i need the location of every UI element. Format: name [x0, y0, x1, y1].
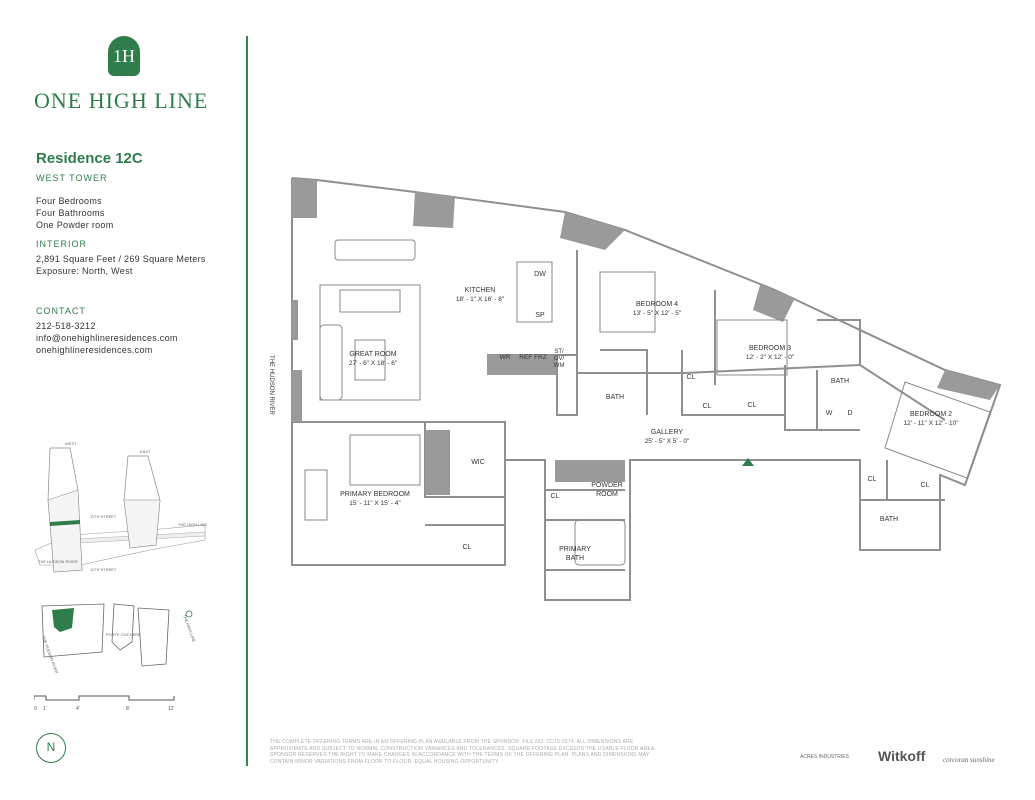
washer-label: W: [826, 410, 833, 417]
great-room-dims: 27' - 6" X 18' - 6": [349, 360, 398, 367]
context-avenue-label: 11TH STREET: [90, 567, 117, 572]
powder-cl-label: CL: [551, 493, 560, 500]
powder-label-1: POWDER: [591, 482, 623, 489]
dishwasher-label: DW: [534, 271, 546, 278]
sink-prep-label: SP: [535, 312, 545, 319]
scale-tick-8: 8': [126, 706, 130, 712]
wic-label: WIC: [471, 459, 485, 466]
bedroom3-dims: 12' - 2" X 12' - 0": [746, 354, 795, 361]
wine-ref-label: WR: [500, 354, 511, 361]
context-west-label: WEST: [65, 441, 77, 446]
st-ov-label-2: OV/: [554, 356, 565, 362]
contact-email[interactable]: info@onehighlineresidences.com: [36, 333, 178, 343]
powder-label-2: ROOM: [596, 491, 618, 498]
scale-tick-0: 0: [34, 706, 37, 712]
context-highline-label: THE HIGH LINE: [178, 522, 207, 527]
contact-heading: CONTACT: [36, 306, 86, 316]
scale-tick-12: 12': [168, 706, 175, 712]
sidebar-divider: [246, 36, 248, 766]
legal-disclaimer: THE COMPLETE OFFERING TERMS ARE IN AN OF…: [270, 739, 656, 765]
bath-label-2: BATH: [831, 378, 849, 385]
site-highline-label: THE HIGH LINE: [182, 614, 197, 643]
bath-label-3: BATH: [880, 516, 898, 523]
cl-label-4: CL: [868, 476, 877, 483]
room-labels: THE HUDSON RIVER KITCHEN 18' - 1" X 16' …: [268, 271, 959, 562]
partner-logo-witkoff: Witkoff: [878, 748, 926, 764]
interior-heading: INTERIOR: [36, 239, 88, 249]
feature-powder: One Powder room: [36, 220, 114, 230]
brand-monogram: 1H: [113, 46, 135, 66]
kitchen-name: KITCHEN: [465, 287, 496, 294]
cl-label-2: CL: [703, 403, 712, 410]
dryer-label: D: [847, 410, 852, 417]
scale-bar: 0 1' 4' 8' 12': [34, 695, 175, 712]
entry-marker-icon: [742, 458, 754, 466]
interior-area: 2,891 Square Feet / 269 Square Meters: [36, 254, 206, 264]
site-plan: THE HUDSON RIVER PORTE COCHERE THE HIGH …: [41, 603, 197, 674]
window-columns: [292, 178, 1000, 495]
tower-label: WEST TOWER: [36, 173, 108, 183]
cl-label-3: CL: [748, 402, 757, 409]
context-east-label: EAST: [140, 449, 151, 454]
scale-tick-4: 4': [76, 706, 80, 712]
primary-cl-label: CL: [463, 544, 472, 551]
ref-frz-label: REF FRZ: [519, 354, 546, 361]
site-porte-label: PORTE COCHERE: [106, 632, 141, 637]
partner-logo-acres: ACRES INDUSTRIES: [800, 754, 849, 760]
north-label: N: [46, 740, 56, 754]
plan-river-label: THE HUDSON RIVER: [268, 355, 274, 415]
plan-furniture: [304, 239, 991, 566]
partner-logo-corcoran: corcoran sunshine: [943, 756, 995, 764]
residence-title: Residence 12C: [36, 150, 143, 167]
primary-bedroom-name: PRIMARY BEDROOM: [340, 491, 410, 498]
bedroom2-dims: 12' - 11" X 12' - 10": [903, 420, 959, 427]
primary-bath-label-1: PRIMARY: [559, 546, 591, 553]
cl-label-1: CL: [687, 374, 696, 381]
site-north-icon: [185, 610, 193, 618]
st-ov-label-3: WM: [554, 363, 565, 369]
feature-bedrooms: Four Bedrooms: [36, 196, 102, 206]
plan-walls: [291, 177, 1002, 601]
floor-plan: THE HUDSON RIVER KITCHEN 18' - 1" X 16' …: [268, 177, 1002, 601]
unit-floor-highlight: [50, 520, 80, 526]
site-unit-highlight: [52, 608, 74, 632]
cl-label-5: CL: [921, 482, 930, 489]
contact-website[interactable]: onehighlineresidences.com: [36, 345, 153, 355]
gallery-dims: 25' - 5" X 5' - 0": [645, 438, 690, 445]
primary-bath-label-2: BATH: [566, 555, 584, 562]
context-street-label: 11TH STREET: [90, 514, 117, 519]
kitchen-dims: 18' - 1" X 16' - 8": [456, 296, 505, 303]
north-compass-icon: N: [36, 733, 66, 763]
interior-exposure: Exposure: North, West: [36, 266, 133, 276]
st-ov-label-1: ST/: [554, 349, 564, 355]
contact-phone[interactable]: 212-518-3212: [36, 321, 96, 331]
feature-bathrooms: Four Bathrooms: [36, 208, 105, 218]
brand-logo: 1H: [108, 36, 140, 76]
great-room-name: GREAT ROOM: [349, 351, 396, 358]
bedroom4-dims: 13' - 5" X 12' - 5": [633, 310, 682, 317]
brand-name: ONE HIGH LINE: [34, 88, 209, 113]
bedroom4-name: BEDROOM 4: [636, 301, 678, 308]
sidebar: 1H ONE HIGH LINE Residence 12C WEST TOWE…: [0, 0, 248, 800]
bath-label-1: BATH: [606, 394, 624, 401]
context-river-label: THE HUDSON RIVER: [38, 559, 78, 564]
bedroom3-name: BEDROOM 3: [749, 345, 791, 352]
gallery-name: GALLERY: [651, 429, 683, 436]
bedroom2-name: BEDROOM 2: [910, 411, 952, 418]
scale-tick-1: 1': [43, 706, 47, 712]
primary-bedroom-dims: 15' - 11" X 15' - 4": [349, 500, 401, 507]
context-map: WEST EAST 11TH STREET THE HIGH LINE THE …: [34, 441, 207, 573]
